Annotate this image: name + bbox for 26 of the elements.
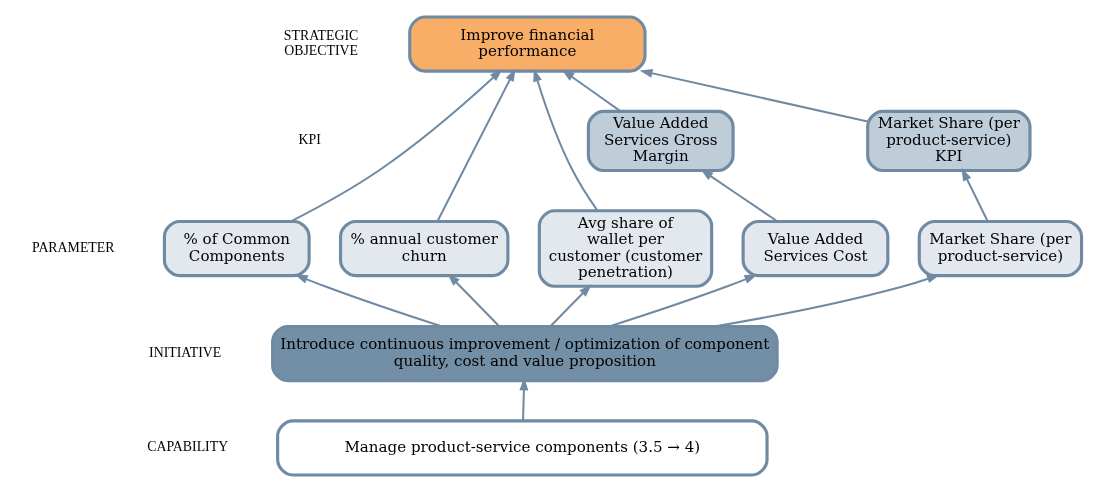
label: INITIATIVE: [149, 344, 222, 360]
arrow: [549, 283, 592, 327]
arrow: [533, 68, 599, 211]
arrow: [714, 274, 940, 327]
node-box: Manage product-service components (3.5 → 4): [276, 418, 769, 477]
arrow: [294, 274, 443, 327]
arrow: [447, 272, 501, 327]
node-box: % of Common Components: [162, 219, 311, 277]
node-box: Introduce continuous improvement / optimization of component quality, cost and value proposition: [271, 324, 779, 382]
node-box: Value Added Services Gross Margin: [586, 109, 735, 172]
node-box: % annual customer churn: [338, 219, 510, 277]
arrow: [961, 167, 989, 222]
node-box: Avg share of wallet per customer (customer penetration): [537, 208, 714, 288]
arrow: [561, 69, 622, 112]
arrow: [436, 68, 516, 222]
node-box: Market Share (per product-service) KPI: [866, 109, 1032, 172]
label: PARAMETER: [31, 239, 115, 255]
arrow: [639, 68, 868, 122]
label: CAPABILITY: [147, 438, 229, 454]
node-box: Improve financial performance: [408, 14, 647, 73]
node-box: Value Added Services Cost: [741, 219, 890, 277]
label: KPI: [298, 131, 321, 147]
label: STRATEGIC OBJECTIVE: [283, 27, 359, 58]
node-box: Market Share (per product-service): [917, 219, 1084, 277]
arrow: [290, 68, 503, 222]
arrow: [608, 274, 758, 327]
